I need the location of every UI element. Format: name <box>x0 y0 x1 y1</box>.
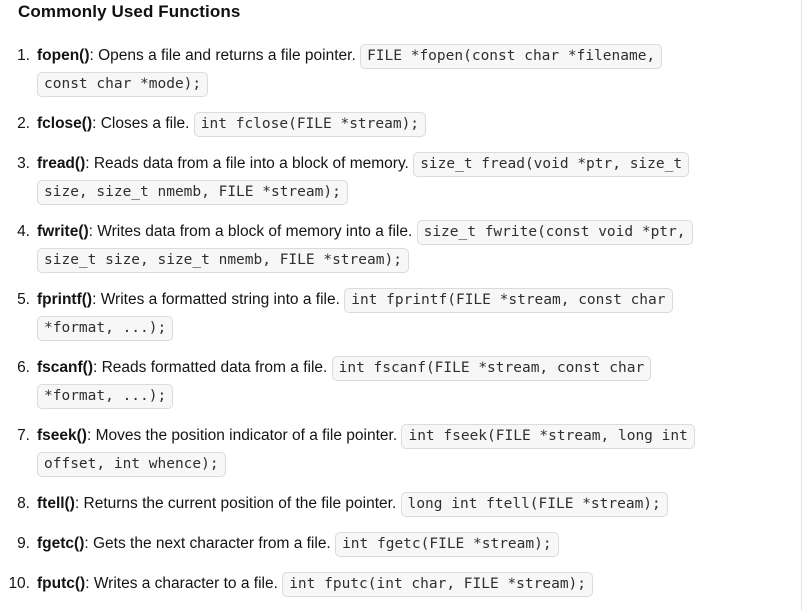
function-name: fwrite() <box>37 223 89 240</box>
function-name: fscanf() <box>37 359 93 376</box>
code-snippet: int fprintf(FILE *stream, const char <box>344 288 673 313</box>
code-snippet: int fseek(FILE *stream, long int <box>401 424 695 449</box>
list-item: 6. fscanf(): Reads formatted data from a… <box>0 354 811 410</box>
function-description: : Gets the next character from a file. <box>84 535 331 552</box>
list-item: 5. fprintf(): Writes a formatted string … <box>0 286 811 342</box>
item-number: 6. <box>17 359 30 376</box>
item-number: 4. <box>17 223 30 240</box>
item-body: fseek(): Moves the position indicator of… <box>37 422 811 478</box>
function-name: fprintf() <box>37 291 93 308</box>
function-description: : Writes a character to a file. <box>85 575 278 592</box>
code-snippet: int fgetc(FILE *stream); <box>335 532 559 557</box>
function-description: : Moves the position indicator of a file… <box>86 427 398 444</box>
code-snippet: size_t fwrite(const void *ptr, <box>416 220 693 245</box>
code-snippet: FILE *fopen(const char *filename, <box>360 44 663 69</box>
item-body: fopen(): Opens a file and returns a file… <box>37 42 811 98</box>
item-body: fgetc(): Gets the next character from a … <box>37 530 811 558</box>
function-list: 1. fopen(): Opens a file and returns a f… <box>0 42 811 598</box>
item-number: 7. <box>17 427 30 444</box>
list-item: 10. fputc(): Writes a character to a fil… <box>0 570 811 598</box>
item-body: fprintf(): Writes a formatted string int… <box>37 286 811 342</box>
code-snippet: int fputc(int char, FILE *stream); <box>282 572 594 597</box>
function-name: fopen() <box>37 47 90 64</box>
content-right-border <box>801 0 802 611</box>
list-item: 7. fseek(): Moves the position indicator… <box>0 422 811 478</box>
item-body: fclose(): Closes a file. int fclose(FILE… <box>37 110 811 138</box>
list-item: 3. fread(): Reads data from a file into … <box>0 150 811 206</box>
function-name: fgetc() <box>37 535 85 552</box>
code-snippet: size, size_t nmemb, FILE *stream); <box>37 180 348 205</box>
function-description: : Opens a file and returns a file pointe… <box>89 47 356 64</box>
item-number: 3. <box>17 155 30 172</box>
function-description: : Reads formatted data from a file. <box>92 359 328 376</box>
code-snippet: offset, int whence); <box>37 452 226 477</box>
code-snippet: int fclose(FILE *stream); <box>193 112 427 137</box>
code-snippet: long int ftell(FILE *stream); <box>400 492 668 517</box>
item-number: 5. <box>17 291 30 308</box>
code-snippet: int fscanf(FILE *stream, const char <box>331 356 652 381</box>
item-body: fread(): Reads data from a file into a b… <box>37 150 811 206</box>
list-item: 9. fgetc(): Gets the next character from… <box>0 530 811 558</box>
item-body: fwrite(): Writes data from a block of me… <box>37 218 811 274</box>
code-snippet: *format, ...); <box>37 316 174 341</box>
list-item: 8. ftell(): Returns the current position… <box>0 490 811 518</box>
code-snippet: size_t size, size_t nmemb, FILE *stream)… <box>37 248 409 273</box>
function-name: fputc() <box>37 575 86 592</box>
code-snippet: const char *mode); <box>37 72 209 97</box>
item-body: fscanf(): Reads formatted data from a fi… <box>37 354 811 410</box>
list-item: 4. fwrite(): Writes data from a block of… <box>0 218 811 274</box>
list-item: 2. fclose(): Closes a file. int fclose(F… <box>0 110 811 138</box>
item-number: 2. <box>17 115 30 132</box>
item-number: 8. <box>17 495 30 512</box>
function-description: : Closes a file. <box>92 115 190 132</box>
function-name: ftell() <box>37 495 75 512</box>
code-snippet: size_t fread(void *ptr, size_t <box>413 152 690 177</box>
function-name: fclose() <box>37 115 93 132</box>
item-number: 1. <box>17 47 30 64</box>
function-name: fread() <box>37 155 86 172</box>
list-item: 1. fopen(): Opens a file and returns a f… <box>0 42 811 98</box>
item-number: 9. <box>17 535 30 552</box>
function-description: : Writes a formatted string into a file. <box>92 291 340 308</box>
item-body: ftell(): Returns the current position of… <box>37 490 811 518</box>
page-title: Commonly Used Functions <box>18 2 241 21</box>
item-number: 10. <box>8 575 30 592</box>
function-description: : Returns the current position of the fi… <box>74 495 397 512</box>
function-name: fseek() <box>37 427 87 444</box>
item-body: fputc(): Writes a character to a file. i… <box>37 570 811 598</box>
code-snippet: *format, ...); <box>37 384 174 409</box>
function-description: : Writes data from a block of memory int… <box>88 223 413 240</box>
function-description: : Reads data from a file into a block of… <box>85 155 409 172</box>
